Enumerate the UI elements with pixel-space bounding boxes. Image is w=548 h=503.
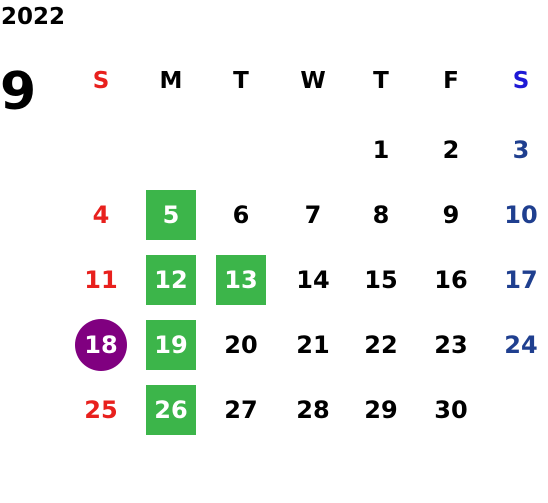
day-28[interactable]: 28 — [296, 396, 330, 424]
weekday-sunday: S — [92, 68, 110, 94]
day-9[interactable]: 9 — [442, 201, 460, 229]
day-19[interactable]: 19 — [146, 320, 196, 370]
day-24[interactable]: 24 — [504, 331, 538, 359]
day-6[interactable]: 6 — [232, 201, 250, 229]
day-30[interactable]: 30 — [434, 396, 468, 424]
day-1[interactable]: 1 — [372, 136, 390, 164]
day-25[interactable]: 25 — [84, 396, 118, 424]
day-11[interactable]: 11 — [84, 266, 118, 294]
day-7[interactable]: 7 — [304, 201, 322, 229]
day-14[interactable]: 14 — [296, 266, 330, 294]
weekday-friday: F — [443, 68, 459, 94]
day-3[interactable]: 3 — [512, 136, 530, 164]
day-13[interactable]: 13 — [216, 255, 266, 305]
day-2[interactable]: 2 — [442, 136, 460, 164]
day-20[interactable]: 20 — [224, 331, 258, 359]
day-17[interactable]: 17 — [504, 266, 538, 294]
weekday-saturday: S — [512, 68, 530, 94]
day-16[interactable]: 16 — [434, 266, 468, 294]
day-10[interactable]: 10 — [504, 201, 538, 229]
day-29[interactable]: 29 — [364, 396, 398, 424]
day-21[interactable]: 21 — [296, 331, 330, 359]
month-number: 9 — [0, 62, 37, 122]
day-8[interactable]: 8 — [372, 201, 390, 229]
day-18[interactable]: 18 — [75, 319, 127, 371]
day-27[interactable]: 27 — [224, 396, 258, 424]
day-4[interactable]: 4 — [92, 201, 110, 229]
weekday-tuesday: T — [233, 68, 249, 94]
weekday-thursday: T — [373, 68, 389, 94]
day-26[interactable]: 26 — [146, 385, 196, 435]
day-15[interactable]: 15 — [364, 266, 398, 294]
day-22[interactable]: 22 — [364, 331, 398, 359]
weekday-monday: M — [159, 68, 183, 94]
day-5[interactable]: 5 — [146, 190, 196, 240]
year-label: 2022 — [1, 4, 66, 30]
day-12[interactable]: 12 — [146, 255, 196, 305]
weekday-wednesday: W — [300, 68, 326, 94]
day-23[interactable]: 23 — [434, 331, 468, 359]
